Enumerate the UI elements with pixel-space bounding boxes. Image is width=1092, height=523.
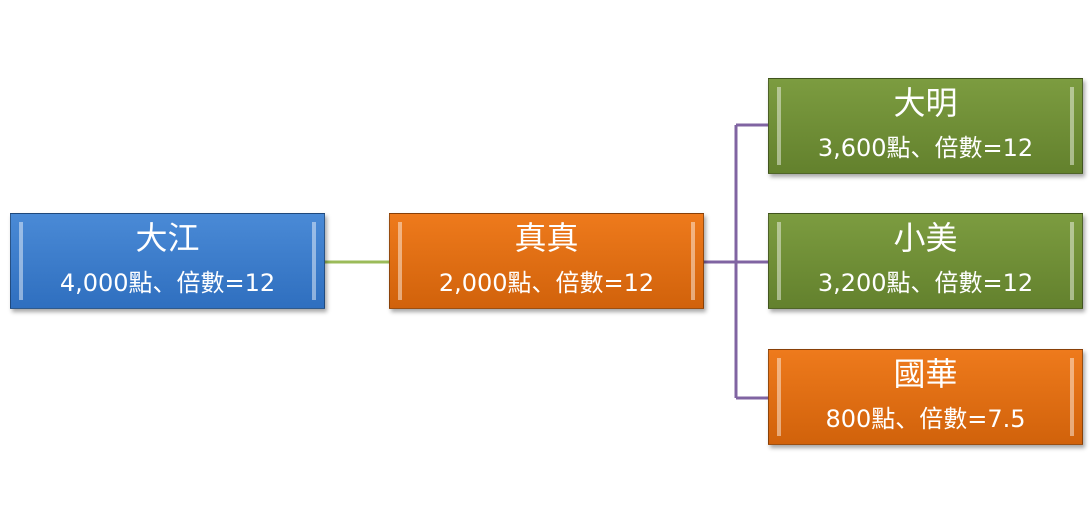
node-value: 3,600點、倍數=12 <box>817 134 1034 162</box>
node-value: 800點、倍數=7.5 <box>825 405 1026 433</box>
node-guohua: 國華 800點、倍數=7.5 <box>768 349 1083 445</box>
node-daming: 大明 3,600點、倍數=12 <box>768 78 1083 174</box>
node-xiaomei: 小美 3,200點、倍數=12 <box>768 213 1083 309</box>
link-zhenzhen-children <box>704 123 768 400</box>
node-name: 國華 <box>893 355 958 393</box>
node-value: 3,200點、倍數=12 <box>817 269 1034 297</box>
node-value: 4,000點、倍數=12 <box>59 269 276 297</box>
node-name: 大江 <box>135 219 200 257</box>
node-name: 真真 <box>514 219 579 257</box>
node-dajiang: 大江 4,000點、倍數=12 <box>10 213 325 309</box>
node-name: 大明 <box>893 84 958 122</box>
node-name: 小美 <box>893 219 958 257</box>
node-zhenzhen: 真真 2,000點、倍數=12 <box>389 213 704 309</box>
node-value: 2,000點、倍數=12 <box>438 269 655 297</box>
